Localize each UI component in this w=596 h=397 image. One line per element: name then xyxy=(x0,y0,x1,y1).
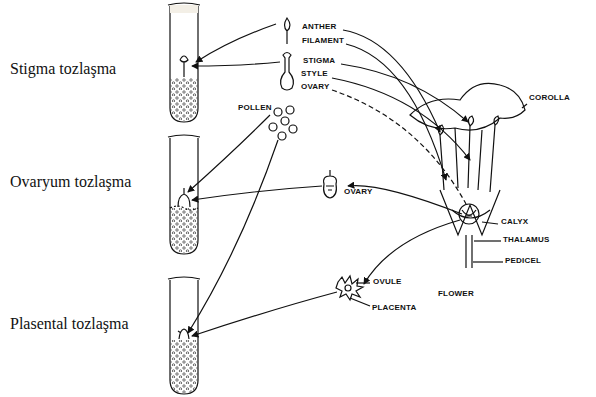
flower-part-label: FLOWER xyxy=(438,290,474,298)
flower-part-label: FILAMENT xyxy=(302,37,344,45)
flower-part-label: PLACENTA xyxy=(372,304,417,312)
flower-part-label: STYLE xyxy=(301,70,328,78)
flower-part-label: POLLEN xyxy=(238,104,272,112)
flower-part-label: OVULE xyxy=(373,278,402,286)
flower-part-label: STIGMA xyxy=(303,57,335,65)
tube-label: Plasental tozlaşma xyxy=(10,316,129,332)
flower-part-label: ANTHER xyxy=(302,23,337,31)
flower-part-label: THALAMUS xyxy=(503,236,549,244)
flower-part-label: OVARY xyxy=(344,188,373,196)
flower-part-label: PEDICEL xyxy=(505,257,541,265)
flower-part-label: OVARY xyxy=(301,83,330,91)
flower-part-label: CALYX xyxy=(501,218,528,226)
tube-label: Ovaryum tozlaşma xyxy=(10,174,131,190)
tube-label: Stigma tozlaşma xyxy=(10,61,116,77)
flower-part-label: COROLLA xyxy=(529,94,570,102)
